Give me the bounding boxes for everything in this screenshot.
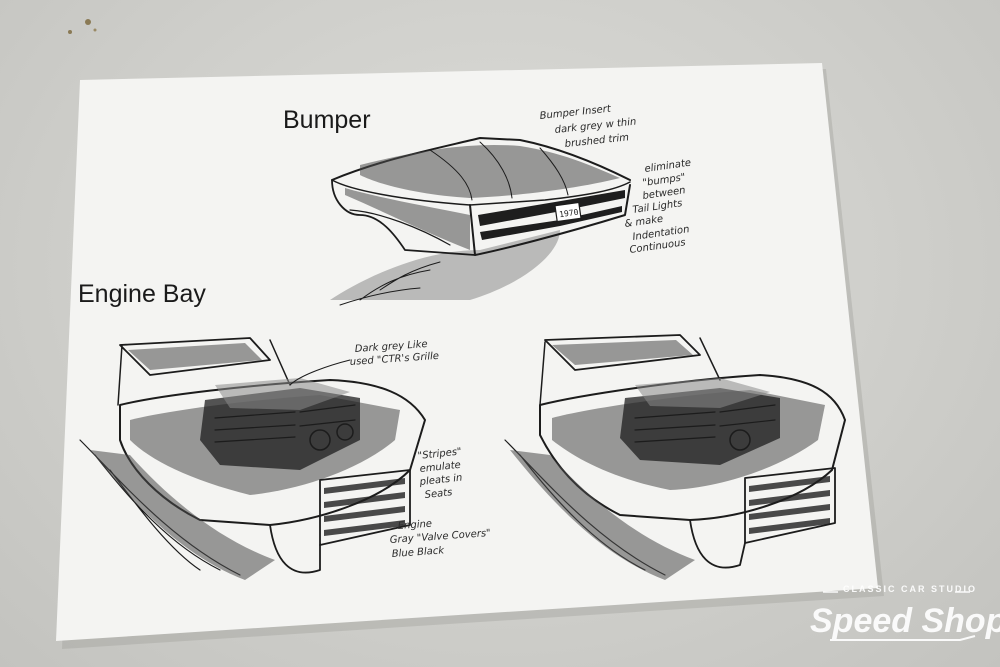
svg-text:emulate: emulate — [419, 460, 461, 475]
svg-text:Dark grey Like: Dark grey Like — [354, 339, 428, 355]
svg-text:pleats in: pleats in — [418, 473, 463, 489]
engine-note-stripes: "Stripes" emulate pleats in Seats — [417, 446, 463, 501]
svg-text:& make: & make — [624, 214, 664, 230]
engine-bay-sketch-right — [504, 334, 846, 580]
svg-text:Seats: Seats — [424, 487, 453, 501]
bumper-heading: Bumper — [283, 106, 371, 134]
watermark-logo-text: Speed Shop — [810, 602, 1000, 640]
engine-bay-heading: Engine Bay — [78, 280, 206, 308]
svg-text:Engine: Engine — [397, 519, 432, 532]
engine-bay-sketch-left — [79, 337, 426, 580]
table-surface — [68, 19, 97, 34]
speed-shop-watermark: CLASSIC CAR STUDIO Speed Shop — [810, 584, 1000, 641]
paper-sheet — [56, 63, 884, 649]
watermark-studio-text: CLASSIC CAR STUDIO — [843, 584, 977, 594]
license-plate-text: 1970 — [559, 208, 580, 220]
bumper-sketch: 1970 — [330, 137, 631, 306]
svg-text:Blue Black: Blue Black — [391, 545, 445, 560]
svg-text:"Stripes": "Stripes" — [417, 446, 462, 462]
